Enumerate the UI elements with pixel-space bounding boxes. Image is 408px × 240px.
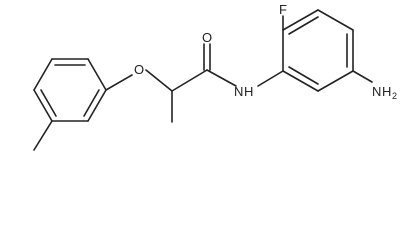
structure-diagram: F O O N H N H 2 bbox=[33, 2, 397, 151]
amine-h-count-label: 2 bbox=[392, 91, 397, 101]
aryl-ether-bond bbox=[105, 74, 133, 91]
amide-cn-bond bbox=[206, 69, 237, 87]
nh-aryl-bond bbox=[257, 70, 284, 87]
amino-bond bbox=[352, 70, 373, 83]
carbonyl-oxygen-label: O bbox=[202, 30, 212, 45]
amide-nitrogen-label: N bbox=[234, 84, 243, 99]
tolyl-ring bbox=[33, 58, 107, 122]
ether-oxygen-label: O bbox=[134, 62, 144, 77]
methyl-bond bbox=[33, 120, 53, 151]
ether-ch-bond bbox=[145, 69, 173, 92]
amine-nitrogen-label: N bbox=[372, 84, 381, 99]
ch-carbonyl-bond bbox=[171, 69, 208, 92]
aniline-ring bbox=[282, 9, 354, 92]
molecule-drawing: F O O N H N H 2 bbox=[33, 2, 397, 151]
fluorine-label: F bbox=[279, 2, 287, 17]
amide-hydrogen-label: H bbox=[244, 84, 253, 99]
amine-hydrogen-label: H bbox=[382, 84, 391, 99]
